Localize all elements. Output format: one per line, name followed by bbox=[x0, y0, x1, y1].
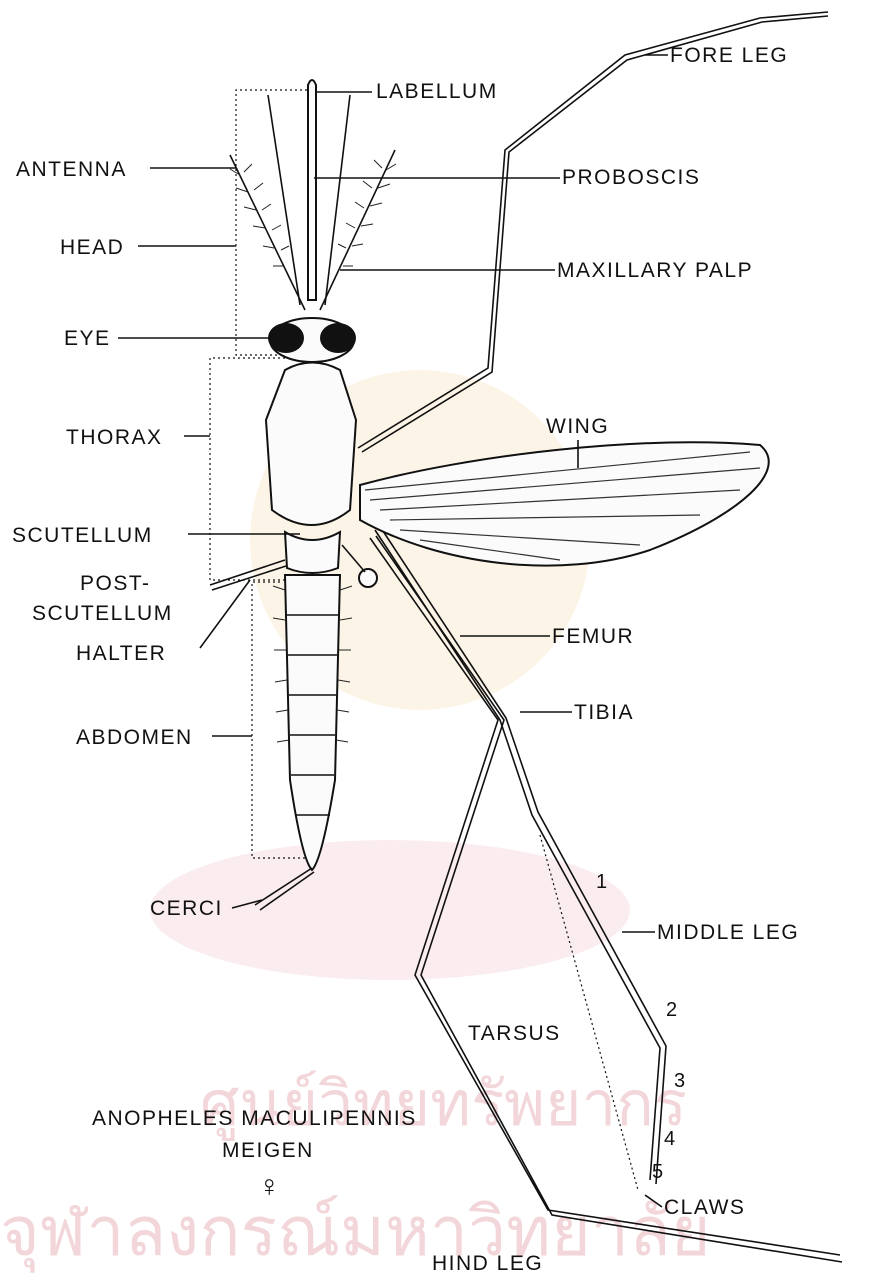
halter-knob bbox=[359, 569, 377, 587]
label-hind-leg: HIND LEG bbox=[432, 1252, 543, 1275]
right-eye-shape bbox=[320, 323, 356, 353]
label-fore-leg: FORE LEG bbox=[670, 44, 788, 67]
tarsal-segment-1: 1 bbox=[596, 871, 607, 893]
left-eye-shape bbox=[268, 323, 304, 353]
label-post-scutellum-line-1: POST- bbox=[80, 572, 151, 595]
tarsal-segment-3: 3 bbox=[674, 1070, 685, 1092]
label-wing: WING bbox=[546, 415, 609, 438]
label-tibia: TIBIA bbox=[574, 701, 634, 724]
label-abdomen: ABDOMEN bbox=[76, 726, 193, 749]
label-halter: HALTER bbox=[76, 642, 166, 665]
left-antenna bbox=[230, 155, 305, 310]
tarsal-segment-2: 2 bbox=[666, 999, 677, 1021]
label-claws: CLAWS bbox=[664, 1196, 745, 1219]
abdomen-shape bbox=[285, 575, 340, 870]
species-name-line-2: MEIGEN bbox=[222, 1139, 314, 1162]
female-symbol: ♀ bbox=[258, 1170, 281, 1203]
label-cerci: CERCI bbox=[150, 897, 223, 920]
watermark-line-2: จุฬาลงกรณ์มหาวิทยาลัย bbox=[0, 1194, 711, 1273]
label-tarsus: TARSUS bbox=[468, 1022, 561, 1045]
left-palp bbox=[268, 95, 300, 305]
head-appendages bbox=[230, 80, 396, 310]
label-proboscis: PROBOSCIS bbox=[562, 166, 700, 189]
tarsal-segment-5: 5 bbox=[652, 1161, 663, 1183]
proboscis-shape bbox=[308, 80, 316, 300]
label-head: HEAD bbox=[60, 236, 124, 259]
label-eye: EYE bbox=[64, 327, 111, 350]
watermark-line-1: ศูนย์วิทยทรัพยากร bbox=[200, 1070, 687, 1141]
species-name-line-1: ANOPHELES MACULIPENNIS bbox=[92, 1107, 417, 1130]
tarsal-segment-4: 4 bbox=[664, 1128, 675, 1150]
label-middle-leg: MIDDLE LEG bbox=[657, 921, 799, 944]
label-femur: FEMUR bbox=[552, 625, 634, 648]
right-antenna bbox=[320, 150, 395, 310]
label-antenna: ANTENNA bbox=[16, 158, 127, 181]
label-maxillary-palp: MAXILLARY PALP bbox=[557, 259, 753, 282]
label-scutellum: SCUTELLUM bbox=[12, 524, 153, 547]
label-thorax: THORAX bbox=[66, 426, 163, 449]
thorax-shape bbox=[266, 363, 356, 526]
label-post-scutellum-line-2: SCUTELLUM bbox=[32, 602, 173, 625]
label-labellum: LABELLUM bbox=[376, 80, 498, 103]
